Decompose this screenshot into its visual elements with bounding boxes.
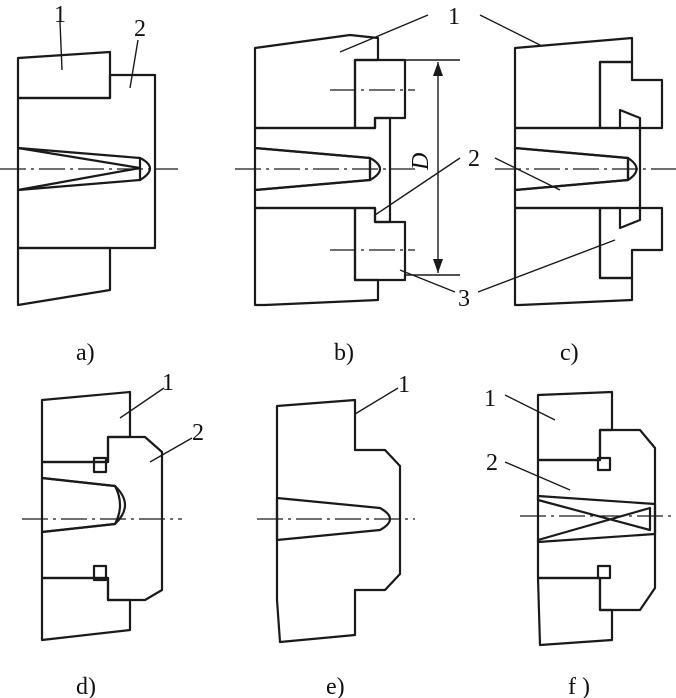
view-f: 1 2 f ): [484, 386, 676, 698]
sprue-channel-f: [536, 494, 657, 544]
leader-a2: [129, 39, 139, 89]
part-2-insert-f: [536, 428, 657, 612]
sprue-channel-c: [513, 146, 630, 192]
label-b2: 2: [468, 146, 480, 172]
view-e: 1 e): [257, 372, 415, 698]
part-1-top-b: [253, 33, 380, 130]
leader-a1: [59, 21, 63, 71]
sprue-channel-e: [275, 496, 392, 542]
sprue-channel-d: [40, 476, 127, 534]
part-1-body-e: [275, 398, 402, 644]
view-c: c): [495, 36, 676, 366]
shared-leaders-bc: 1 2 3: [339, 4, 616, 312]
label-b1: 1: [448, 4, 460, 30]
view-b: D b): [235, 33, 460, 366]
caption-c: c): [560, 340, 579, 366]
caption-e: e): [326, 674, 345, 698]
part-2-insert: [16, 73, 157, 250]
dimension-D-label: D: [408, 153, 434, 171]
part-1-top: [16, 50, 112, 100]
part-3-top-c: [598, 60, 664, 130]
part-1-top-c: [513, 36, 634, 130]
part-1-top-d: [40, 390, 132, 464]
label-a1: 1: [54, 2, 66, 28]
part-1-bottom-b: [253, 206, 380, 307]
part-3-bottom-b: [353, 206, 407, 282]
caption-f: f ): [568, 674, 590, 698]
part-3-bottom-c: [598, 206, 664, 280]
label-f1: 1: [484, 386, 496, 412]
part-1-bottom: [16, 246, 112, 307]
label-d1: 1: [162, 370, 174, 396]
label-e1: 1: [398, 372, 410, 398]
caption-b: b): [334, 340, 354, 366]
caption-d: d): [76, 674, 96, 698]
label-d2: 2: [192, 420, 204, 446]
label-a2: 2: [134, 16, 146, 42]
part-1-bottom-d: [40, 576, 132, 642]
view-a: 1 2 a): [0, 2, 178, 366]
caption-a: a): [76, 340, 95, 366]
label-f2: 2: [486, 450, 498, 476]
view-d: 1 2 d): [22, 370, 204, 698]
label-b3: 3: [458, 286, 470, 312]
